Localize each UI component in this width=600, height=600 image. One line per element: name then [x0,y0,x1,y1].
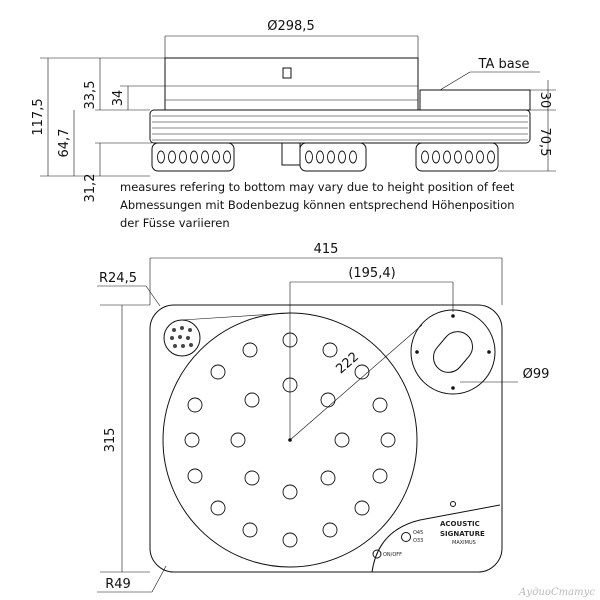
ta-height-label: 30 [537,92,552,109]
depth-label: 315 [103,428,118,453]
speed-45-label: O45 [413,530,423,536]
foot-center [299,142,367,172]
note-line-3: der Füsse variieren [120,216,230,230]
note-line-2: Abmessungen mit Bodenbezug können entspr… [120,198,515,212]
logo-line-2: SIGNATURE [440,530,485,538]
corner-radius-top-label: R24,5 [99,271,137,286]
logo-line-3: MAXIMUS [452,540,476,546]
chassis-outline-top [149,304,503,573]
ta-diameter-label: Ø99 [523,367,550,382]
speed-selector-knob [401,532,411,542]
watermark: АудиоСтатус [518,587,596,598]
spindle-side [282,67,292,79]
tonearm-base-top [410,309,496,395]
base-to-top-label: 64,7 [57,129,72,158]
motor-pulley [163,319,201,357]
side-view: Ø298,5 TA base 117,5 64,7 31,2 33,5 34 3… [31,19,556,230]
ta-base-label: TA base [478,57,530,72]
platter-side [164,57,419,111]
platter-height-label: 33,5 [83,81,98,110]
logo-line-1: ACOUSTIC [440,520,480,528]
top-view: ACOUSTIC SIGNATURE MAXIMUS O45 O33 ON/OF… [97,242,550,593]
belt-line [181,312,291,321]
platter-holes [184,332,396,548]
side-dimension-lines [40,35,556,177]
foot-right [415,142,499,172]
note-line-1: measures refering to bottom may vary due… [120,180,515,194]
foot-left [151,142,235,172]
arm-offset-label: (195,4) [348,266,395,281]
corner-radius-bottom-label: R49 [105,577,131,592]
ta-base-side [419,89,531,111]
right-height-label: 70,5 [537,128,552,157]
top-dimension-lines [97,257,518,593]
platter-diameter-label: Ø298,5 [267,19,314,34]
chassis-layers [149,109,531,144]
top-thickness-label: 34 [111,90,126,107]
total-height-label: 117,5 [31,98,46,135]
speed-33-label: O33 [413,538,423,544]
motor-housing-side [281,142,301,166]
control-panel [371,501,501,573]
power-label: ON/OFF [383,552,402,558]
foot-height-label: 31,2 [83,174,98,203]
width-label: 415 [314,242,339,257]
power-switch [372,549,382,559]
